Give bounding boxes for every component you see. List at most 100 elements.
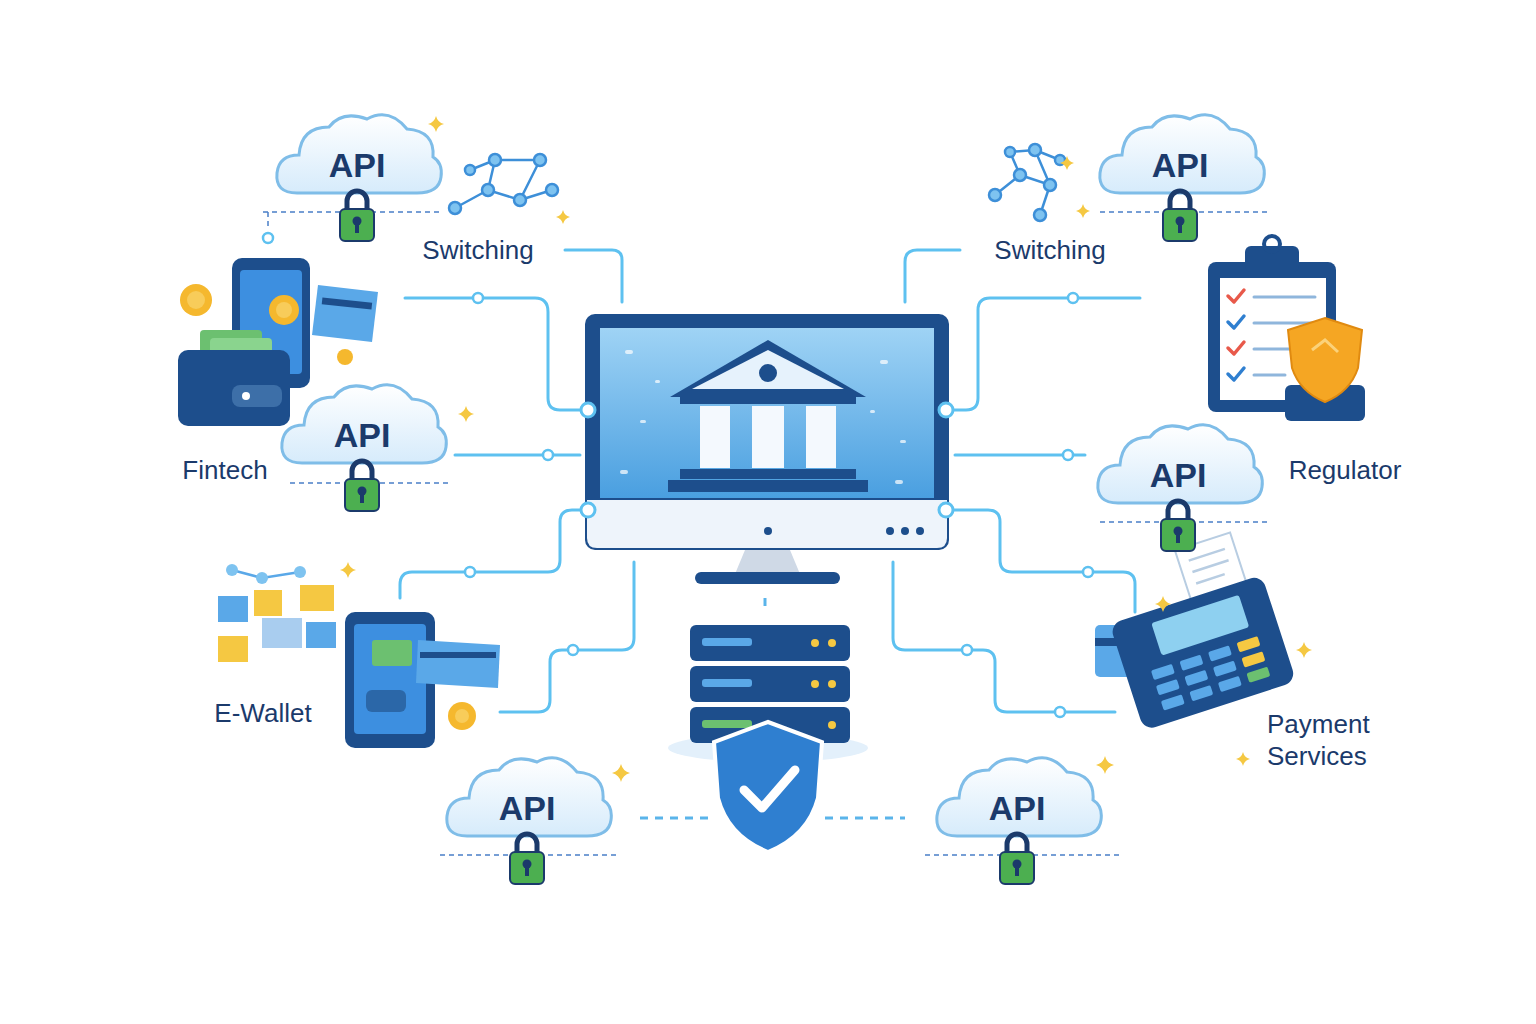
monitor [620, 470, 628, 474]
monitor [806, 406, 836, 468]
monitor [585, 314, 949, 550]
server [828, 680, 836, 688]
e-wallet-icon [218, 636, 248, 662]
api-cloud: API [267, 105, 447, 205]
shield [714, 722, 822, 852]
regulator-icon [1228, 290, 1244, 302]
wire-joint [543, 450, 553, 460]
monitor [764, 527, 772, 535]
network-icon [482, 184, 494, 196]
fintech-icon [178, 350, 290, 426]
fintech-icon [312, 285, 378, 342]
regulator-icon [1228, 368, 1244, 380]
e-wallet-icon [354, 624, 426, 734]
wire-joint [263, 233, 273, 243]
e-wallet-icon [226, 564, 238, 576]
wire-joint [1055, 707, 1065, 717]
server [702, 638, 752, 646]
sparkle [556, 210, 570, 224]
server [811, 639, 836, 729]
sparkle [612, 764, 630, 782]
server [702, 638, 752, 728]
dashed-link [640, 817, 712, 820]
monitor [620, 350, 906, 484]
regulator-icon [1312, 340, 1338, 352]
monitor [581, 403, 595, 417]
server [702, 679, 752, 687]
monitor [916, 527, 924, 535]
part-label: Switching [994, 234, 1105, 266]
wire-joint [1083, 567, 1093, 577]
server [690, 625, 850, 661]
payment-terminal [1218, 676, 1242, 692]
api-label: API [927, 788, 1107, 828]
server [811, 639, 819, 647]
fintech-icon [276, 302, 292, 318]
payment-terminal [1156, 679, 1180, 695]
network-icon [449, 202, 461, 214]
network-icon [465, 165, 475, 175]
payment-terminal [1241, 651, 1265, 667]
network-icon [1034, 209, 1046, 221]
regulator-icon [1208, 236, 1365, 421]
monitor [939, 503, 953, 517]
monitor [735, 550, 800, 574]
monitor [587, 500, 947, 548]
lock-icon [345, 461, 379, 511]
regulator-icon [1245, 246, 1299, 272]
regulator-icon [1288, 318, 1362, 402]
api-label: API [267, 145, 447, 185]
monitor [581, 503, 595, 517]
part-label: Fintech [182, 454, 267, 486]
monitor [695, 572, 840, 584]
server [702, 720, 752, 728]
wire-joint [473, 293, 483, 303]
payment-terminal [1189, 549, 1233, 584]
monitor [900, 440, 906, 443]
network-icon [449, 144, 1065, 221]
api-label: API [1088, 455, 1268, 495]
lock-icon [340, 191, 374, 241]
payment-terminal [1213, 661, 1237, 677]
monitor [939, 403, 953, 417]
dashed-underline [267, 212, 269, 230]
monitor [670, 340, 866, 397]
sparkle [1155, 596, 1171, 612]
part-label: Payment Services [1267, 708, 1417, 772]
wire-joint [568, 645, 578, 655]
server [828, 639, 836, 647]
wire [893, 562, 1115, 712]
monitor [692, 350, 844, 389]
part-label: Regulator [1289, 454, 1402, 486]
lock-icon [1000, 834, 1034, 884]
sparkle [1076, 204, 1090, 218]
e-wallet-icon [256, 572, 268, 584]
fintech-icon [187, 291, 205, 309]
wire [400, 510, 588, 598]
api-cloud: API [1088, 415, 1268, 515]
monitor [600, 328, 934, 498]
monitor [700, 406, 730, 468]
e-wallet-icon [300, 585, 334, 611]
monitor [655, 380, 660, 383]
lock-icon [510, 834, 544, 884]
shield [714, 722, 822, 852]
api-cloud: API [927, 748, 1107, 848]
api-label: API [437, 788, 617, 828]
regulator-icon [1228, 290, 1244, 380]
wire-joint [263, 233, 1093, 717]
monitor [895, 480, 903, 484]
regulator-icon [1254, 348, 1290, 351]
network-icon [489, 154, 501, 166]
e-wallet-icon [218, 596, 248, 622]
wire-joint [1068, 293, 1078, 303]
fintech-icon [180, 284, 212, 316]
payment-terminal [1179, 655, 1203, 671]
sparkle [1236, 752, 1250, 766]
monitor [680, 394, 856, 404]
e-wallet-icon [254, 590, 282, 616]
e-wallet-icon [448, 702, 476, 730]
payment-terminal [1246, 667, 1270, 683]
wire [905, 250, 960, 302]
